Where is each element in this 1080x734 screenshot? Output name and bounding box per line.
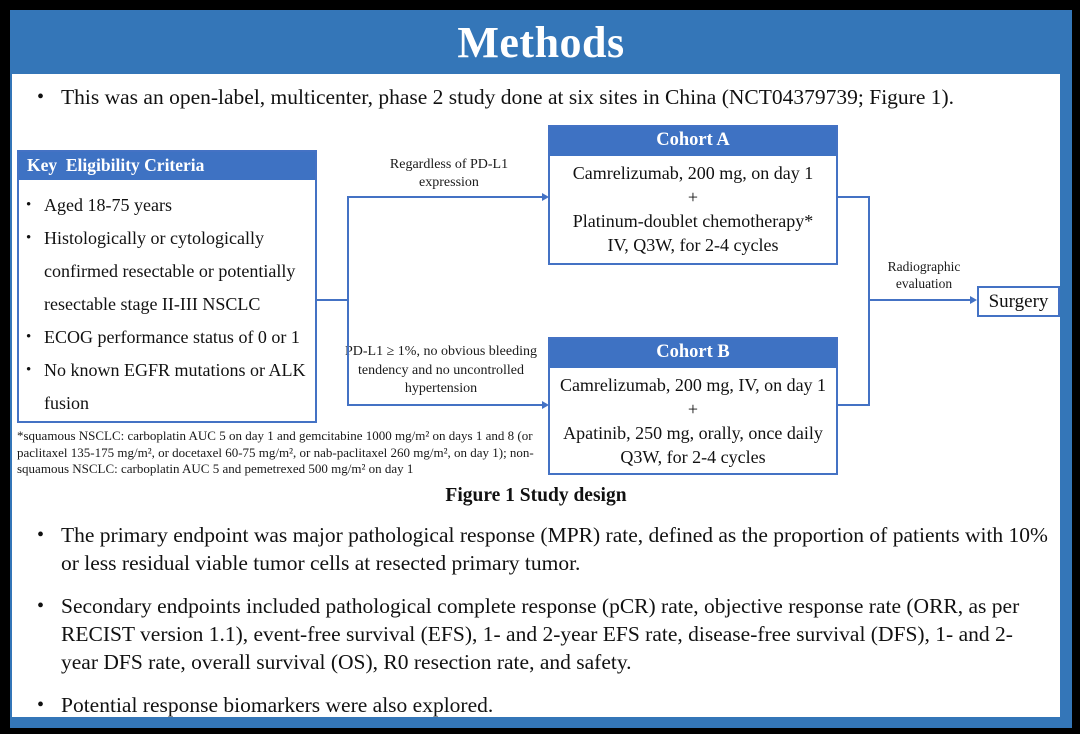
eligibility-header: Key Eligibility Criteria xyxy=(19,152,315,180)
arrow-to-cohort-a xyxy=(347,193,549,201)
cohort-b-line: + xyxy=(687,399,699,419)
cohort-b-header: Cohort B xyxy=(550,339,836,368)
branch-b-label: PD-L1 ≥ 1%, no obvious bleeding tendency… xyxy=(344,344,537,396)
surgery-label: Surgery xyxy=(988,290,1049,312)
cohort-b-body: Camrelizumab, 200 mg, IV, on day 1 + Apa… xyxy=(550,368,836,469)
slide-frame: Methods This was an open-label, multicen… xyxy=(10,10,1072,728)
evaluation-label: Radiographic evaluation xyxy=(887,259,961,291)
cohort-a-body: Camrelizumab, 200 mg, on day 1 + Platinu… xyxy=(550,156,836,257)
cohort-a-line: Camrelizumab, 200 mg, on day 1 xyxy=(572,163,814,183)
cohort-a-line: Platinum-doublet chemotherapy* xyxy=(572,211,814,231)
secondary-endpoint-bullet: Secondary endpoints included pathologica… xyxy=(35,592,1048,676)
arrow-to-cohort-b xyxy=(347,401,549,409)
title-bar: Methods xyxy=(10,10,1072,74)
eligibility-item: Aged 18-75 years xyxy=(19,189,311,222)
eligibility-item: No known EGFR mutations or ALK fusion xyxy=(19,354,311,420)
connector-cohort-a-right xyxy=(838,196,870,198)
intro-bullet: This was an open-label, multicenter, pha… xyxy=(35,83,1046,111)
cohort-a-line: + xyxy=(687,187,699,207)
slide-content: This was an open-label, multicenter, pha… xyxy=(12,74,1060,719)
endpoint-bullets: The primary endpoint was major pathologi… xyxy=(35,521,1048,734)
arrow-to-surgery xyxy=(868,296,977,304)
biomarkers-bullet: Potential response biomarkers were also … xyxy=(35,691,1048,719)
connector-cohort-b-right xyxy=(838,404,870,406)
cohort-a-line: IV, Q3W, for 2-4 cycles xyxy=(607,235,779,255)
eligibility-item: Histologically or cytologically confirme… xyxy=(19,222,311,321)
page-title: Methods xyxy=(457,17,625,67)
primary-endpoint-bullet: The primary endpoint was major pathologi… xyxy=(35,521,1048,577)
eligibility-box: Key Eligibility Criteria Aged 18-75 year… xyxy=(17,150,317,423)
cohort-b-line: Apatinib, 250 mg, orally, once daily xyxy=(563,423,823,443)
connector-eligibility-to-branch xyxy=(315,299,348,301)
eligibility-list: Aged 18-75 years Histologically or cytol… xyxy=(19,189,315,420)
connector-branch-vertical xyxy=(347,196,349,406)
cohort-b-line: Q3W, for 2-4 cycles xyxy=(620,447,766,467)
cohort-b-line: Camrelizumab, 200 mg, IV, on day 1 xyxy=(559,375,827,395)
cohort-a-header: Cohort A xyxy=(550,127,836,156)
eligibility-item: ECOG performance status of 0 or 1 xyxy=(19,321,311,354)
cohort-b-box: Cohort B Camrelizumab, 200 mg, IV, on da… xyxy=(548,337,838,475)
figure-caption: Figure 1 Study design xyxy=(445,485,627,506)
cohort-a-box: Cohort A Camrelizumab, 200 mg, on day 1 … xyxy=(548,125,838,265)
figure-footnote: *squamous NSCLC: carboplatin AUC 5 on da… xyxy=(17,428,534,476)
branch-a-label: Regardless of PD-L1 expression xyxy=(389,157,509,190)
surgery-box: Surgery xyxy=(977,286,1060,317)
connector-merge-vertical xyxy=(868,196,870,406)
